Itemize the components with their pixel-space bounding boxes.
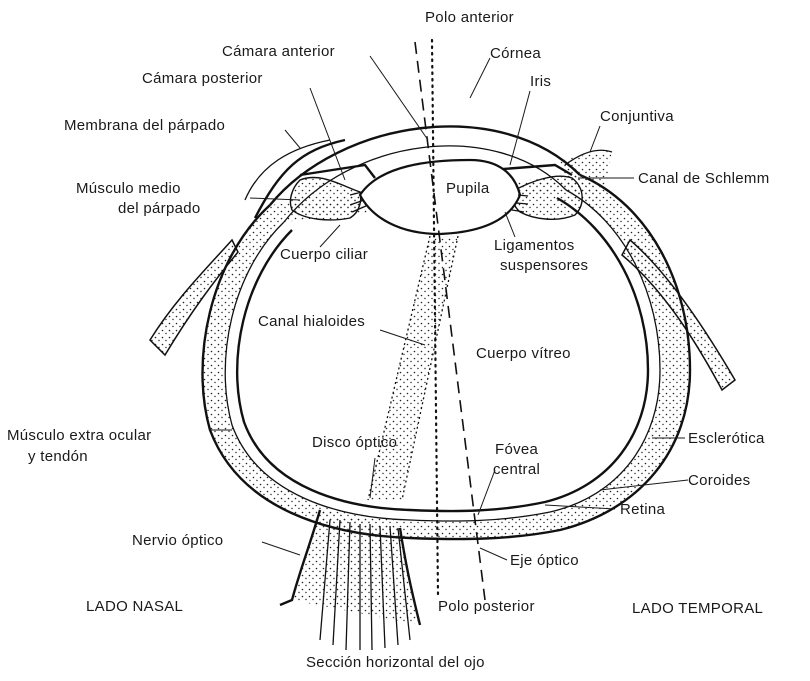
label-musculo-medio-2: del párpado xyxy=(118,200,201,217)
label-retina: Retina xyxy=(620,501,666,518)
label-canal-schlemm: Canal de Schlemm xyxy=(638,170,770,187)
label-cuerpo-vitreo: Cuerpo vítreo xyxy=(476,345,571,362)
lens xyxy=(360,160,520,234)
label-esclerotica: Esclerótica xyxy=(688,430,765,447)
label-eje-optico: Eje óptico xyxy=(510,552,579,569)
label-conjuntiva: Conjuntiva xyxy=(600,108,674,125)
label-lado-temporal: LADO TEMPORAL xyxy=(632,600,763,617)
label-iris: Iris xyxy=(530,73,551,90)
label-ligamentos-1: Ligamentos xyxy=(494,237,575,254)
label-pupila: Pupila xyxy=(446,180,490,197)
label-cuerpo-ciliar: Cuerpo ciliar xyxy=(280,246,368,263)
label-polo-posterior: Polo posterior xyxy=(438,598,535,615)
label-membrana-parpado: Membrana del párpado xyxy=(64,117,225,134)
label-disco-optico: Disco óptico xyxy=(312,434,397,451)
label-musculo-medio-1: Músculo medio xyxy=(76,180,181,197)
label-nervio-optico: Nervio óptico xyxy=(132,532,223,549)
label-musculo-extra-2: y tendón xyxy=(28,448,88,465)
ciliary-body-left xyxy=(290,177,360,219)
label-lado-nasal: LADO NASAL xyxy=(86,598,183,615)
label-camara-anterior: Cámara anterior xyxy=(222,43,335,60)
label-fovea-1: Fóvea xyxy=(495,441,539,458)
label-coroides: Coroides xyxy=(688,472,750,489)
label-canal-hialoides: Canal hialoides xyxy=(258,313,365,330)
label-ligamentos-2: suspensores xyxy=(500,257,588,274)
label-musculo-extra-1: Músculo extra ocular xyxy=(7,427,151,444)
label-camara-posterior: Cámara posterior xyxy=(142,70,263,87)
caption: Sección horizontal del ojo xyxy=(306,654,485,671)
label-cornea: Córnea xyxy=(490,45,541,62)
label-polo-anterior: Polo anterior xyxy=(425,9,514,26)
label-fovea-2: central xyxy=(493,461,540,478)
